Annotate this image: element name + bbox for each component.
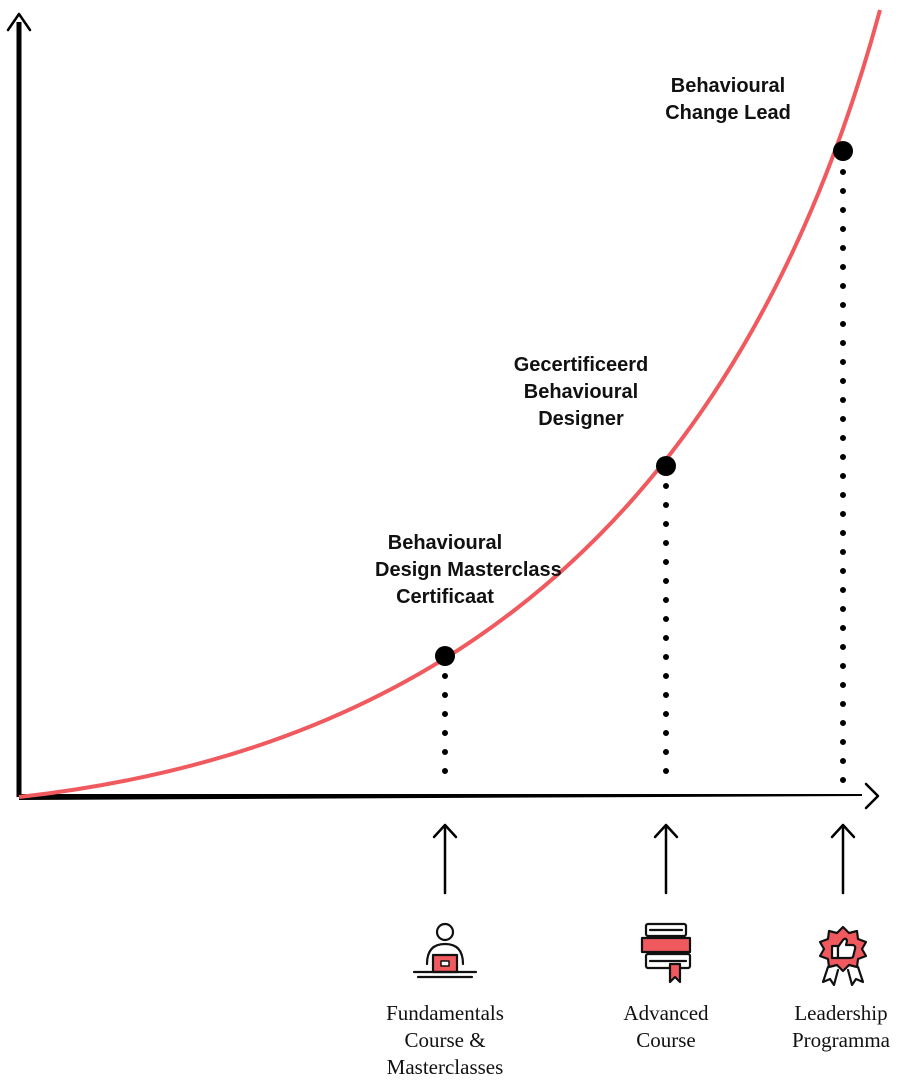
program-label-line: Programma <box>792 1028 890 1052</box>
milestone-label-designer: Gecertificeerd Behavioural Designer <box>511 352 651 433</box>
milestone-label-line: Certificaat <box>396 586 494 608</box>
milestone-label-lead: Behavioural Change Lead <box>658 73 798 127</box>
milestone-label-line: Behavioural <box>387 532 503 554</box>
books-with-bookmark-icon <box>640 922 692 984</box>
program-label-fundamentals: Fundamentals Course & Masterclasses <box>365 1000 525 1081</box>
y-axis-arrowhead <box>6 12 32 32</box>
milestone-label-line: Behavioural <box>670 75 786 97</box>
milestone-dot-designer <box>656 456 676 476</box>
program-label-line: Course <box>636 1028 696 1052</box>
x-axis-arrowhead <box>864 782 880 810</box>
program-label-line: Leadership <box>794 1001 888 1025</box>
x-axis <box>19 794 862 800</box>
program-label-line: Masterclasses <box>386 1055 504 1079</box>
program-label-line: Advanced <box>623 1001 709 1025</box>
up-arrow-advanced <box>653 823 679 895</box>
milestone-dot-lead <box>833 141 853 161</box>
program-label-advanced: Advanced Course <box>601 1000 731 1054</box>
program-label-line: Course & <box>404 1028 486 1052</box>
milestone-label-masterclass: Behavioural Design Masterclass Certifica… <box>375 530 562 611</box>
person-at-laptop-icon <box>412 922 478 979</box>
milestone-label-line: Change Lead <box>665 102 791 124</box>
program-label-line: Fundamentals <box>386 1001 504 1025</box>
up-arrow-fundamentals <box>432 823 458 895</box>
milestone-label-line: Design Masterclass <box>375 559 562 581</box>
growth-curve <box>18 9 882 799</box>
thumbs-up-badge-icon <box>818 925 868 987</box>
milestone-label-line: Behavioural <box>523 381 639 403</box>
program-label-leadership: Leadership Programma <box>771 1000 911 1054</box>
milestone-dot-masterclass <box>435 646 455 666</box>
milestone-label-line: Gecertificeerd <box>513 354 649 376</box>
up-arrow-leadership <box>830 823 856 895</box>
milestone-label-line: Designer <box>538 408 624 430</box>
